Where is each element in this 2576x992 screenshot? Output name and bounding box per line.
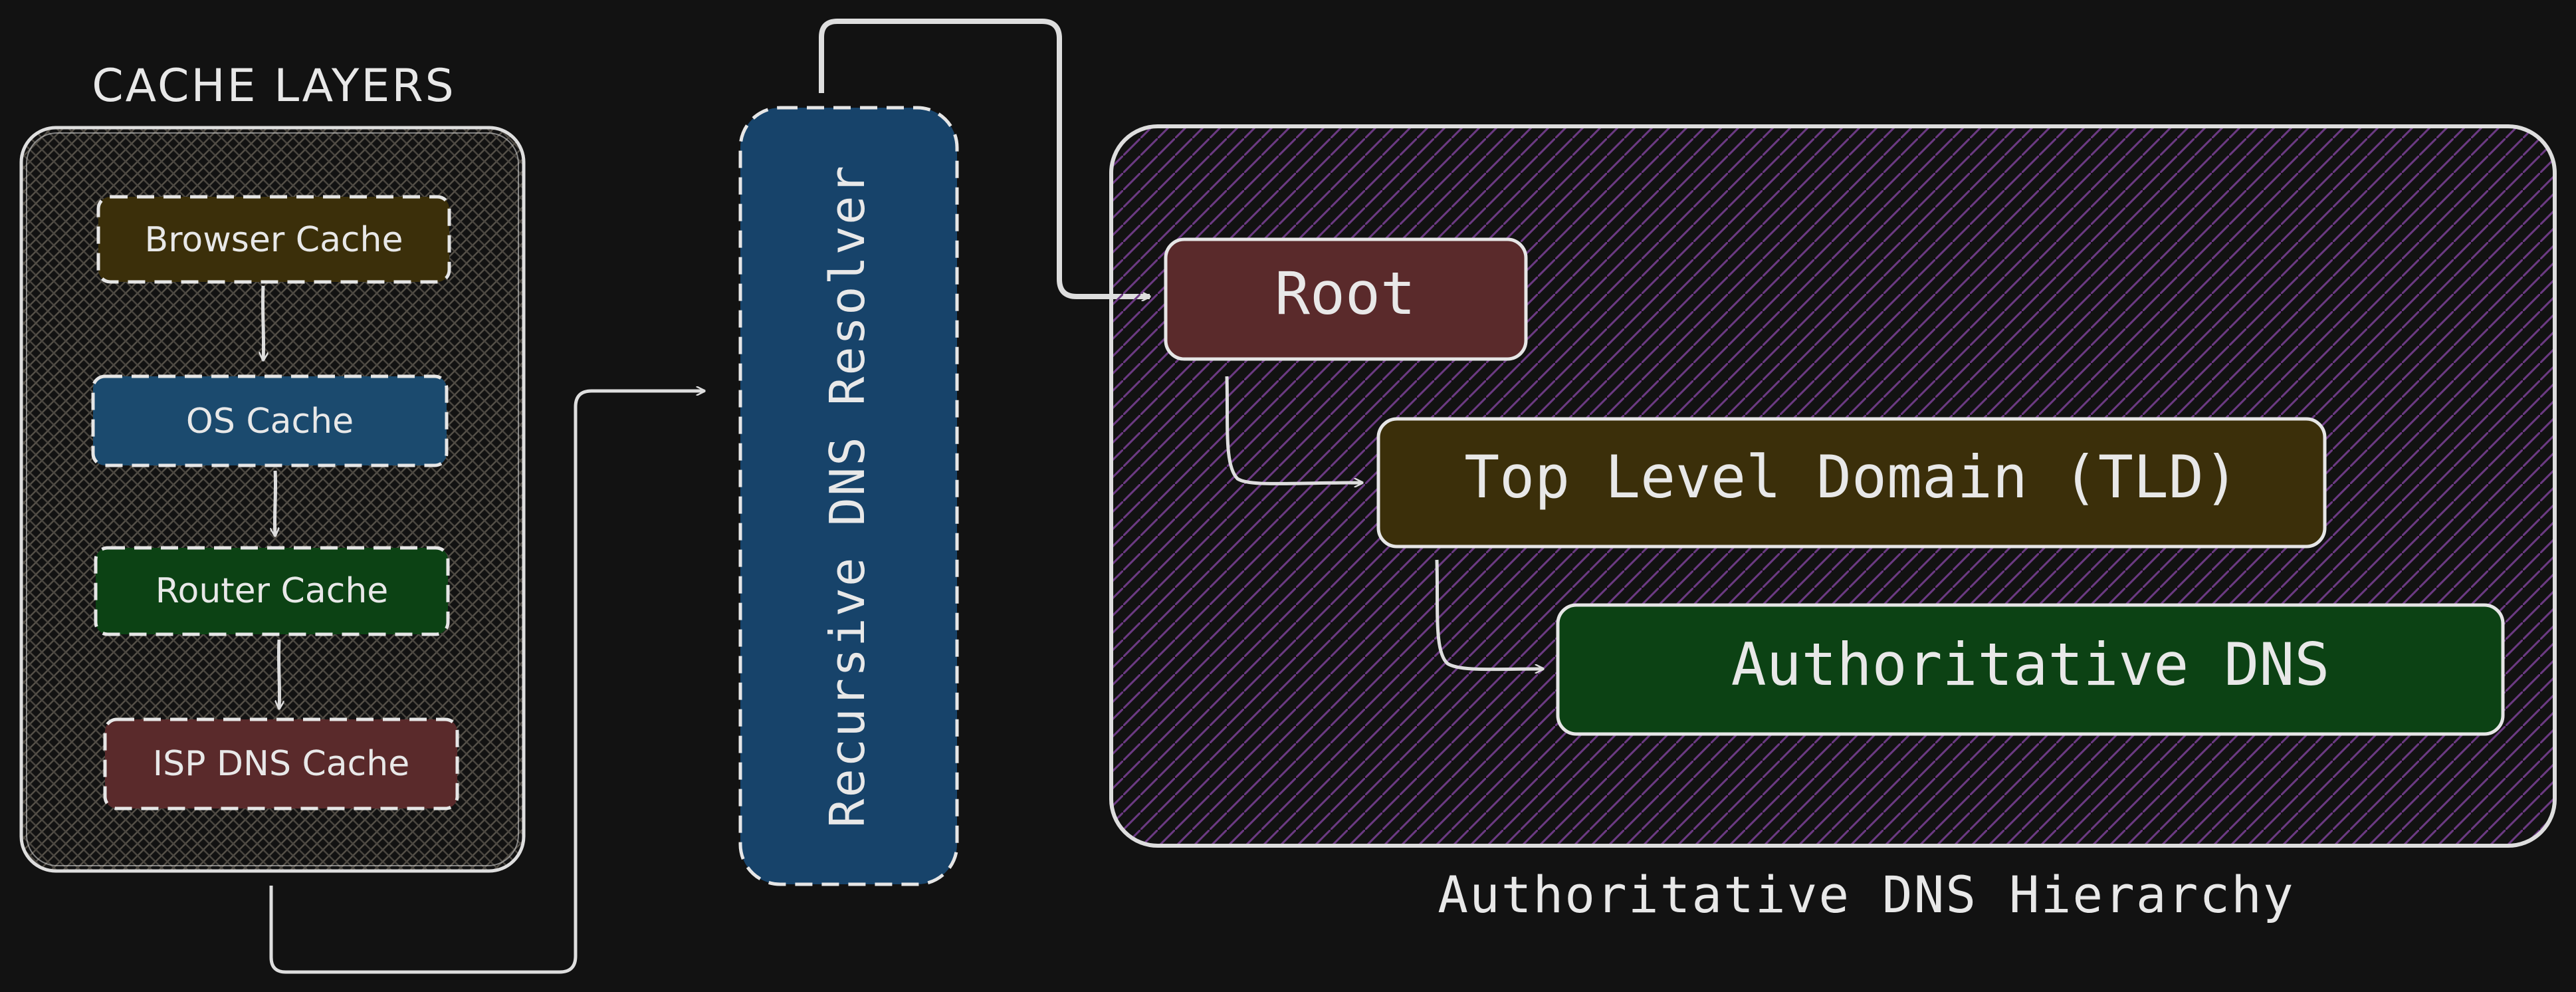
arrow-tld-to-authoritative	[1435, 559, 1543, 670]
tld-label: Top Level Domain (TLD)	[1464, 443, 2239, 511]
authoritative-dns-box	[1556, 603, 2505, 736]
isp-dns-cache-node: ISP DNS Cache	[103, 717, 459, 810]
os-cache-box	[91, 374, 449, 467]
router-cache-box	[94, 546, 450, 636]
tld-box	[1376, 417, 2327, 549]
authoritative-dns-label: Authoritative DNS	[1731, 630, 2330, 699]
recursive-resolver-node: Recursive DNS Resolver	[738, 106, 959, 886]
router-cache-label: Router Cache	[156, 571, 389, 611]
isp-dns-cache-box	[103, 717, 459, 810]
authoritative-hierarchy-caption: Authoritative DNS Hierarchy	[1438, 865, 2294, 924]
os-cache-label: OS Cache	[186, 402, 354, 441]
recursive-resolver-label: Recursive DNS Resolver	[819, 164, 875, 828]
cache-layers-title: CACHE LAYERS	[92, 60, 456, 112]
isp-dns-cache-label: ISP DNS Cache	[153, 744, 409, 784]
cache-layers-group: CACHE LAYERS Browser Cache OS Cache Rout…	[19, 60, 526, 873]
tld-node: Top Level Domain (TLD)	[1376, 417, 2327, 549]
arrow-router-to-isp	[278, 639, 279, 709]
authoritative-hierarchy-group: Root Top Level Domain (TLD) Authoritativ…	[1109, 124, 2557, 848]
arrow-resolver-to-root	[819, 19, 1150, 297]
arrow-cache-to-resolver	[269, 391, 704, 974]
browser-cache-label: Browser Cache	[145, 220, 403, 260]
os-cache-node: OS Cache	[91, 374, 449, 467]
browser-cache-box	[96, 195, 451, 284]
root-node: Root	[1164, 237, 1528, 361]
router-cache-node: Router Cache	[94, 546, 450, 636]
arrow-root-to-tld	[1225, 376, 1362, 484]
root-box	[1164, 237, 1528, 361]
recursive-resolver-box	[738, 106, 959, 886]
browser-cache-node: Browser Cache	[96, 195, 451, 284]
arrow-os-to-router	[274, 470, 275, 536]
authoritative-dns-node: Authoritative DNS	[1556, 603, 2505, 736]
cache-layers-container	[19, 126, 526, 873]
root-label: Root	[1275, 259, 1416, 328]
